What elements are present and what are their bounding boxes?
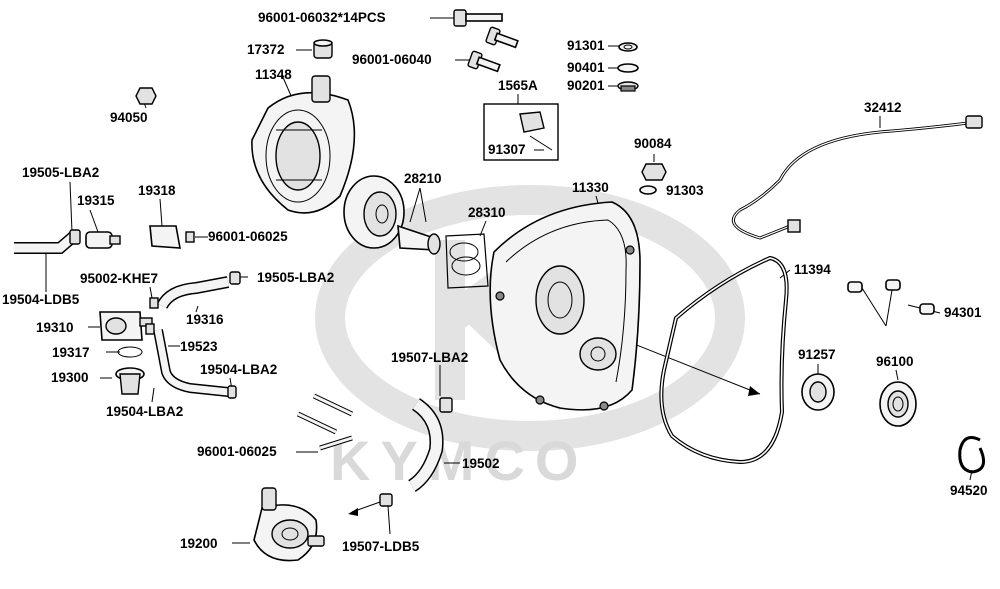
part-label: 17372 (247, 42, 285, 57)
clamp-19505-LBA2 (69, 229, 81, 245)
part-label: 96001-06040 (352, 52, 432, 67)
part-label: 90201 (567, 78, 605, 93)
part-label: 28210 (404, 171, 442, 186)
o-ring-19317 (117, 346, 143, 358)
part-label: 19502 (462, 456, 500, 471)
part-label: 94520 (950, 483, 988, 498)
plug-90084 (639, 163, 667, 195)
oil-seal-91257 (801, 373, 835, 411)
hose-19502 (407, 397, 453, 492)
clamp-19507-LDB5 (379, 493, 393, 507)
part-label: 96001-06025 (197, 444, 277, 459)
bolt-96001-06040 (467, 26, 519, 73)
part-label: 19505-LBA2 (257, 270, 335, 285)
part-label: 1565A (498, 78, 538, 93)
part-label: 19318 (138, 183, 176, 198)
part-label: 19504-LDB5 (2, 292, 80, 307)
gasket-11394 (659, 255, 789, 465)
crankcase-cover-11330 (489, 201, 641, 411)
part-label: 28310 (468, 205, 506, 220)
part-label: 19504-LBA2 (106, 404, 184, 419)
washers-group (617, 42, 639, 92)
part-label: 96100 (876, 354, 914, 369)
part-label: 32412 (864, 100, 902, 115)
cable-32412 (731, 115, 983, 240)
hose-19504-LDB5 (14, 231, 78, 254)
part-label: 91257 (798, 347, 836, 362)
water-pump-19200 (253, 487, 325, 562)
part-label: 95002-KHE7 (80, 271, 159, 286)
part-label: 19200 (180, 536, 218, 551)
part-label: 91303 (666, 183, 704, 198)
dowels-94301 (847, 279, 935, 327)
part-label: 19507-LBA2 (391, 350, 469, 365)
part-label: 19505-LBA2 (22, 165, 100, 180)
part-label: 19523 (180, 339, 218, 354)
fan-cover-11348 (251, 75, 356, 214)
thermostat-19300 (115, 367, 145, 395)
oil-plug-1565A (483, 103, 559, 161)
part-label: 11330 (572, 180, 609, 195)
leader-lines (45, 17, 973, 544)
nut-94050 (135, 87, 157, 105)
part-label: 19310 (36, 320, 74, 335)
bracket-19318 (149, 225, 195, 249)
part-label: 94050 (110, 110, 148, 125)
bolts-96001-06025 (296, 393, 354, 451)
part-label: 19315 (77, 193, 115, 208)
watermark-text: KYMCO (330, 429, 589, 492)
bolt-96001-06032 (453, 9, 503, 27)
part-label: 90401 (567, 60, 605, 75)
circlip-94520 (958, 436, 986, 474)
bearing-96100 (879, 381, 917, 427)
part-label: 94301 (944, 305, 982, 320)
thermostat-cover-19315 (85, 231, 121, 249)
part-label: 91307 (488, 142, 526, 157)
impeller-28210 (343, 175, 441, 255)
part-label: 19300 (51, 370, 89, 385)
part-label: 11394 (794, 262, 831, 277)
part-label: 19504-LBA2 (200, 362, 278, 377)
hose-19316 (156, 271, 241, 310)
part-label: 11348 (255, 67, 292, 82)
part-label: 19507-LDB5 (342, 539, 420, 554)
part-label: 19317 (52, 345, 90, 360)
cap-17372 (313, 39, 333, 59)
hose-19523 (145, 297, 237, 399)
part-label: 90084 (634, 136, 672, 151)
piston-rings-28310 (445, 233, 489, 289)
part-label: 91301 (567, 38, 605, 53)
thermostat-housing-19310 (99, 311, 153, 341)
part-label: 19316 (186, 312, 224, 327)
part-label: 96001-06025 (208, 229, 288, 244)
part-label: 96001-06032*14PCS (258, 10, 386, 25)
